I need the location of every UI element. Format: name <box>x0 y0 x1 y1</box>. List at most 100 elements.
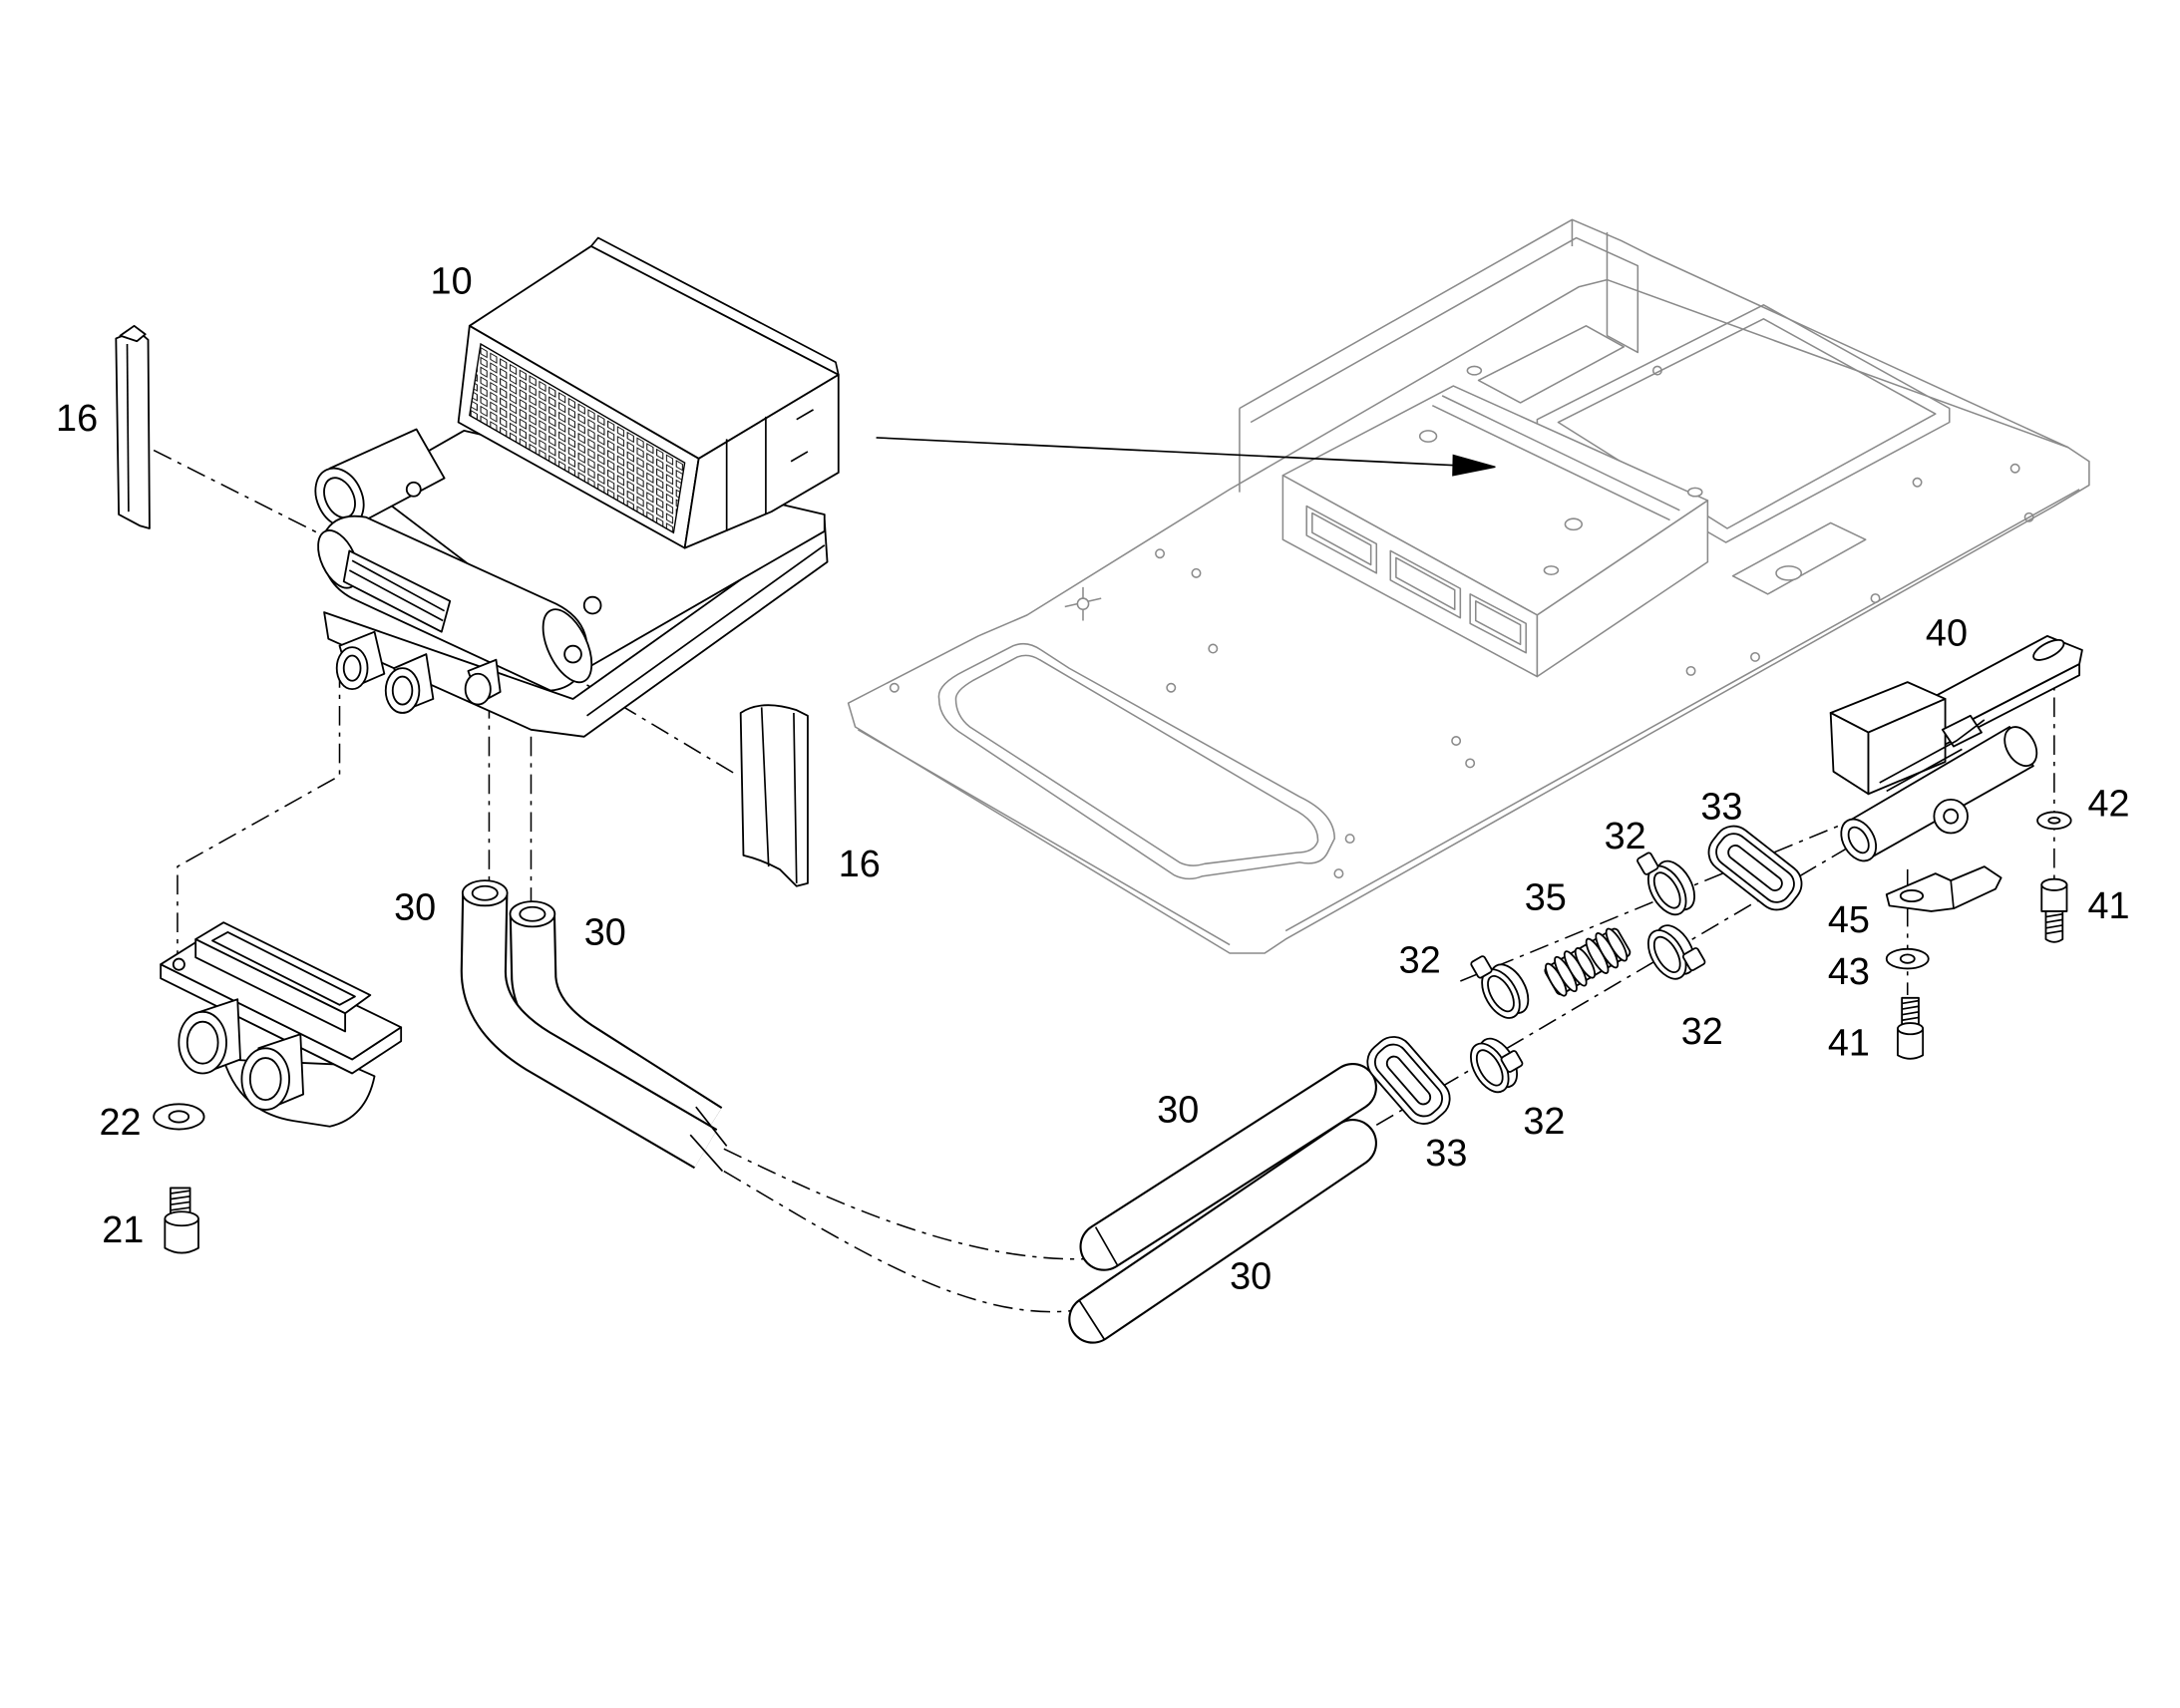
callout-washer-mid: 43 <box>1828 951 1870 993</box>
callout-labels: 10 16 16 30 30 30 30 22 21 40 42 41 45 4… <box>56 261 2130 1298</box>
hoses-lower <box>1068 1062 1377 1344</box>
duct-opening-3 <box>1469 593 1527 654</box>
middle-slot <box>1477 325 1626 404</box>
hole <box>1750 651 1760 662</box>
callout-hose-lower-upper: 30 <box>1157 1090 1199 1132</box>
grommet-upper-slot <box>1727 845 1783 891</box>
callout-grommet-upper: 33 <box>1700 786 1742 828</box>
clip-45-bend <box>1950 880 1955 909</box>
callout-heater-unit: 10 <box>431 261 473 303</box>
washer-43 <box>1885 947 1930 970</box>
outlet-pipe-3-end <box>464 672 492 706</box>
grommet-upper <box>1707 825 1803 911</box>
adapter-pipe-1-bore <box>185 1020 219 1065</box>
cabinet-side-detail <box>725 409 814 531</box>
hole <box>1685 665 1696 676</box>
callout-hose-lower-lower: 30 <box>1230 1255 1272 1297</box>
hose-lower-body <box>1070 1121 1375 1342</box>
clip-45 <box>1885 865 2002 912</box>
hole <box>1451 736 1462 746</box>
callout-screw-right: 41 <box>2087 885 2129 927</box>
duct-box-side <box>1536 500 1709 678</box>
hole <box>889 682 900 693</box>
front-duct-end <box>542 608 593 684</box>
cover-right-channel <box>739 704 809 887</box>
cover-left-edge <box>126 344 130 512</box>
floor-plate-edge <box>858 489 2080 946</box>
callout-screw-left: 21 <box>102 1209 144 1251</box>
assembly-line <box>177 668 341 962</box>
mounting-boss <box>563 644 582 664</box>
frame-post <box>1571 219 1639 354</box>
screw-21 <box>164 1187 199 1254</box>
hole <box>1651 365 1662 376</box>
cover-left-tab <box>119 324 147 343</box>
valve-outlet <box>2003 726 2038 768</box>
screw-41-right-threads <box>2045 912 2063 935</box>
callout-washer-right: 42 <box>2087 784 2129 826</box>
cover-right-fold <box>760 707 798 883</box>
duct-opening-2 <box>1389 549 1462 619</box>
callout-washer-left: 22 <box>99 1102 141 1144</box>
valve-plug <box>1941 714 1983 748</box>
adapter-hole <box>172 957 185 971</box>
callout-hose-top-right: 30 <box>584 912 626 954</box>
screw-41-mid <box>1897 996 1925 1060</box>
callout-clip: 45 <box>1828 899 1870 941</box>
clamp-bore <box>1652 935 1681 973</box>
screw-41-right <box>2040 877 2068 943</box>
actuator-side <box>1867 698 1947 796</box>
side-bracket-pin <box>1775 565 1803 581</box>
assembly-line <box>723 1170 1091 1313</box>
front-duct-vent-lines <box>348 559 446 622</box>
screw-41-right-head-top <box>2040 877 2068 891</box>
hose-lower-cut-ends <box>1078 1226 1119 1340</box>
valve-assembly <box>1829 634 2083 862</box>
raised-frame-inner <box>1239 236 1608 493</box>
duct-box-rail <box>1431 395 1680 521</box>
mounting-boss <box>582 595 602 615</box>
hole <box>1191 567 1202 578</box>
outlet-adapter <box>160 921 403 1128</box>
washer-42-hole <box>2047 817 2061 825</box>
adapter-duct-slot <box>211 931 356 1006</box>
outlet-pipe-1-bore <box>342 654 362 682</box>
grommet-lower <box>1366 1036 1451 1125</box>
plate-cutout-inner <box>954 654 1319 866</box>
valve-cable <box>1879 719 1986 793</box>
assembly-lines <box>153 449 2055 1313</box>
clamp-tab <box>1681 947 1706 972</box>
callout-clamp-right: 32 <box>1681 1011 1723 1053</box>
adapter-pipe-2-bore <box>248 1057 282 1102</box>
callout-clamp-upper: 32 <box>1605 816 1646 857</box>
grommet-lower-slot <box>1385 1055 1432 1106</box>
clamp-bore <box>1475 1049 1504 1087</box>
heater-unit <box>314 236 840 738</box>
hole <box>1076 597 1090 611</box>
side-bracket <box>1731 521 1867 595</box>
screw-41-mid-head-top <box>1897 1022 1925 1036</box>
connector-rib <box>1605 927 1629 962</box>
valve-port-bore <box>1847 826 1870 854</box>
grille <box>469 342 686 534</box>
cover-left <box>115 324 151 529</box>
clamp-bore <box>1652 871 1681 909</box>
clamp-left <box>1470 955 1530 1019</box>
washer-43-hole <box>1899 953 1916 964</box>
arrow-shaft <box>876 437 1461 467</box>
callout-grommet-lower: 33 <box>1425 1133 1467 1175</box>
hole <box>1208 643 1219 654</box>
callout-screw-mid: 41 <box>1828 1022 1870 1064</box>
cover-right <box>739 704 809 887</box>
valve-bracket-slot <box>2032 638 2065 661</box>
plate-cutout <box>937 642 1335 880</box>
connector-35 <box>1544 927 1632 997</box>
hose-left-bore <box>471 884 499 901</box>
callout-clamp-lower: 32 <box>1523 1101 1565 1143</box>
hole <box>1465 758 1476 769</box>
boss <box>1543 565 1560 576</box>
hoses-upper <box>460 879 728 1173</box>
hole <box>1870 593 1881 604</box>
callout-connector: 35 <box>1525 877 1567 919</box>
